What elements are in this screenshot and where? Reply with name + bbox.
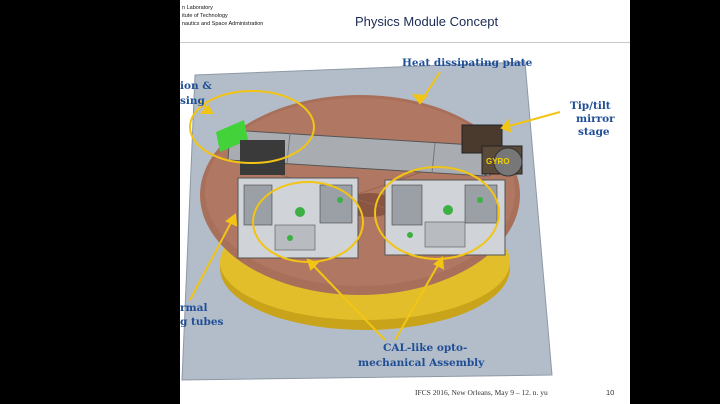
title-divider — [180, 42, 630, 43]
label-top-left-1: ion & — [180, 80, 212, 92]
circle-tube — [189, 90, 315, 164]
arrow-cal-right — [394, 257, 443, 341]
label-heat-plate: Heat dissipating plate — [402, 57, 533, 69]
arrow-thermal — [189, 214, 236, 301]
org-header: n Laboratory itute of Technology nautics… — [182, 4, 263, 28]
label-thermal-2: g tubes — [180, 316, 224, 328]
label-tip-tilt-3: stage — [578, 126, 610, 138]
dark-housing — [240, 140, 285, 175]
label-thermal-1: rmal — [180, 302, 208, 314]
circle-right-assembly — [374, 166, 500, 260]
gyro-dial — [493, 147, 523, 177]
slide: n Laboratory itute of Technology nautics… — [180, 0, 630, 404]
arrow-tip-tilt — [501, 111, 561, 129]
label-cal-2: mechanical Assembly — [358, 357, 485, 369]
gyro-label: GYRO — [486, 157, 510, 166]
slide-title: Physics Module Concept — [355, 14, 499, 29]
arrow-cal-left — [307, 259, 386, 341]
footer-text: IFCS 2016, New Orleans, May 9 – 12. n. y… — [415, 388, 548, 397]
org-line-1: n Laboratory — [182, 5, 213, 11]
org-line-2: itute of Technology — [182, 13, 228, 19]
module-illustration: GYRO — [181, 61, 561, 381]
label-tip-tilt-1: Tip/tilt — [570, 100, 611, 112]
label-cal-1: CAL-like opto- — [383, 342, 468, 354]
vacuum-tube — [227, 129, 491, 177]
label-top-left-2: sing — [180, 95, 205, 107]
org-line-3: nautics and Space Administration — [182, 21, 264, 27]
page-number: 10 — [606, 388, 615, 397]
label-tip-tilt-2: mirror — [576, 113, 615, 125]
green-window — [216, 120, 248, 152]
